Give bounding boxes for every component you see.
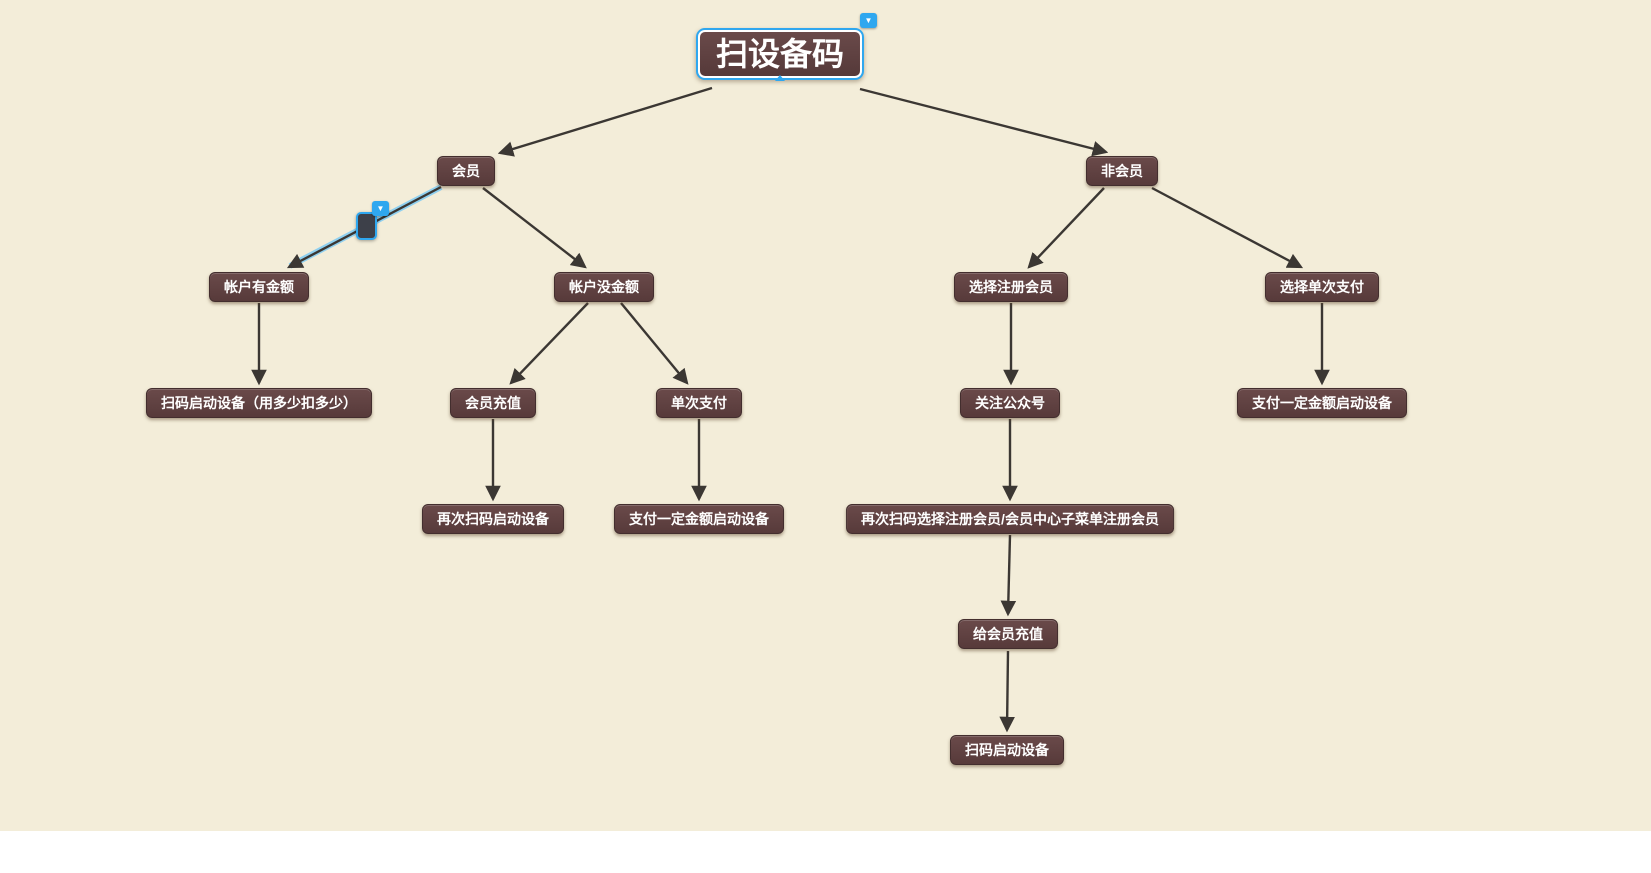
- node-member-recharge[interactable]: 会员充值: [450, 388, 536, 418]
- node-account-none[interactable]: 帐户没金额: [554, 272, 654, 302]
- node-choose-register[interactable]: 选择注册会员: [954, 272, 1068, 302]
- node-follow-official[interactable]: 关注公众号: [960, 388, 1060, 418]
- root-selection-nub-icon: [774, 75, 785, 81]
- edge-nonmember-choose-single[interactable]: [1151, 186, 1304, 269]
- node-root-selection-ring[interactable]: 扫设备码: [695, 28, 865, 81]
- edge-account-none-recharge[interactable]: [509, 302, 589, 385]
- edge-root-member[interactable]: [497, 86, 713, 157]
- node-nonmember[interactable]: 非会员: [1086, 156, 1158, 186]
- edge-member-account-none[interactable]: [482, 187, 587, 269]
- node-pay-amount-start-mid[interactable]: 支付一定金额启动设备: [614, 504, 784, 534]
- node-recharge-member[interactable]: 给会员充值: [958, 619, 1058, 649]
- node-rescan-choose-register[interactable]: 再次扫码选择注册会员/会员中心子菜单注册会员: [846, 504, 1174, 534]
- node-pay-amount-start-right[interactable]: 支付一定金额启动设备: [1237, 388, 1407, 418]
- node-member[interactable]: 会员: [437, 156, 495, 186]
- edge-rescan-choose-recharge-member[interactable]: [1000, 534, 1017, 617]
- edge-account-none-single-pay[interactable]: [620, 302, 689, 385]
- edge-drag-handle[interactable]: [356, 212, 377, 240]
- node-account-has[interactable]: 帐户有金额: [209, 272, 309, 302]
- bottom-strip: [0, 831, 1651, 873]
- node-root[interactable]: 扫设备码: [699, 32, 861, 76]
- node-single-pay[interactable]: 单次支付: [656, 388, 742, 418]
- edge-nonmember-choose-register[interactable]: [1027, 187, 1105, 269]
- chevron-down-icon[interactable]: ▼: [860, 13, 877, 28]
- node-rescan-start[interactable]: 再次扫码启动设备: [422, 504, 564, 534]
- chevron-down-icon[interactable]: ▼: [372, 201, 389, 216]
- node-scan-start-device[interactable]: 扫码启动设备: [950, 735, 1064, 765]
- node-scan-start-deduct[interactable]: 扫码启动设备（用多少扣多少）: [146, 388, 372, 418]
- node-choose-single[interactable]: 选择单次支付: [1265, 272, 1379, 302]
- edge-recharge-member-scan-start[interactable]: [999, 650, 1015, 733]
- edge-root-nonmember[interactable]: [859, 87, 1109, 157]
